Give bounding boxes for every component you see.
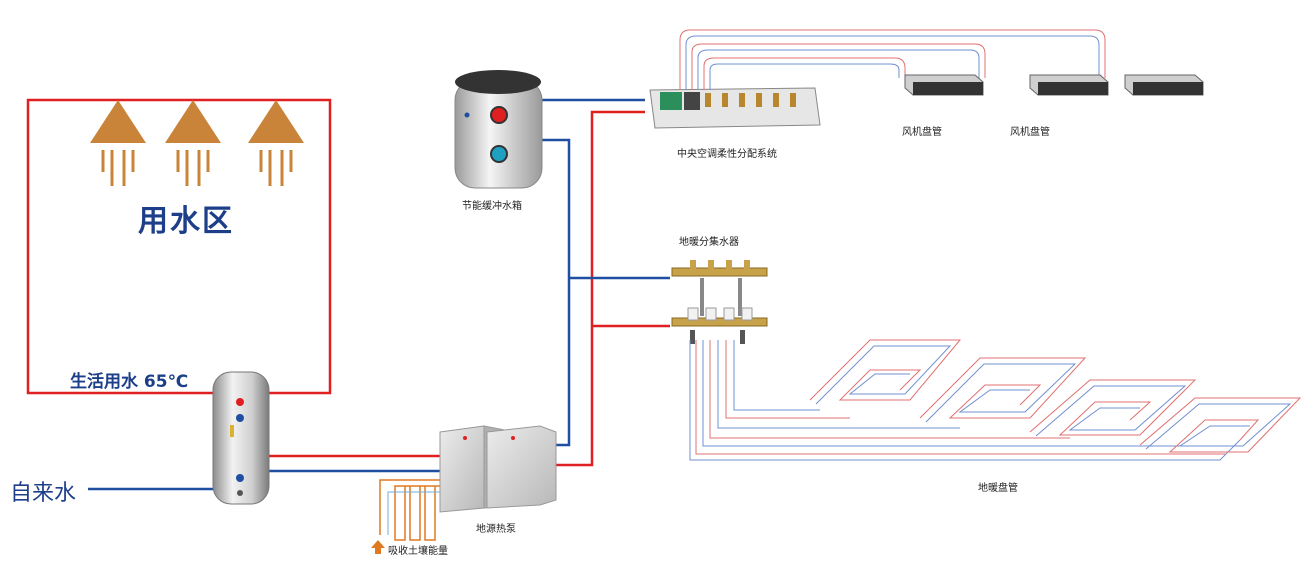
fan-coil-label-2: 风机盘管	[1010, 127, 1050, 138]
water-zone-label: 用水区	[138, 204, 234, 239]
domestic-water-label: 生活用水 65℃	[70, 372, 189, 392]
hot-loop-pipe	[26, 98, 332, 395]
hot-loop-pipe-left	[26, 370, 215, 395]
heat-pump-units	[439, 425, 557, 513]
buffer-tank	[454, 70, 543, 189]
fan-coil-units	[904, 74, 1204, 96]
buffer-tank-label: 节能缓冲水箱	[462, 201, 522, 212]
floor-heating-lines	[689, 340, 1241, 461]
shower-head-3	[248, 100, 304, 186]
ac-distributor	[649, 87, 821, 129]
soil-energy-label: 吸收土壤能量	[388, 546, 448, 557]
floor-manifold	[671, 260, 768, 344]
ac-system-label: 中央空调柔性分配系统	[677, 149, 777, 160]
arrow-up-icon	[371, 540, 385, 554]
fan-coil-label-1: 风机盘管	[902, 127, 942, 138]
floor-coil-spirals	[809, 339, 1302, 453]
heat-pump-label: 地源热泵	[476, 524, 516, 535]
dhw-tank	[212, 371, 270, 505]
ac-duct-lines	[679, 29, 1106, 90]
shower-head-2	[165, 100, 221, 186]
tap-water-label: 自来水	[10, 481, 77, 506]
system-hot-pipe	[556, 110, 645, 467]
manifold-label: 地暖分集水器	[679, 237, 739, 248]
system-cold-pipe	[541, 138, 571, 447]
shower-head-1	[90, 100, 146, 186]
floor-coil-label: 地暖盘管	[978, 483, 1018, 494]
ground-loop	[379, 479, 440, 541]
